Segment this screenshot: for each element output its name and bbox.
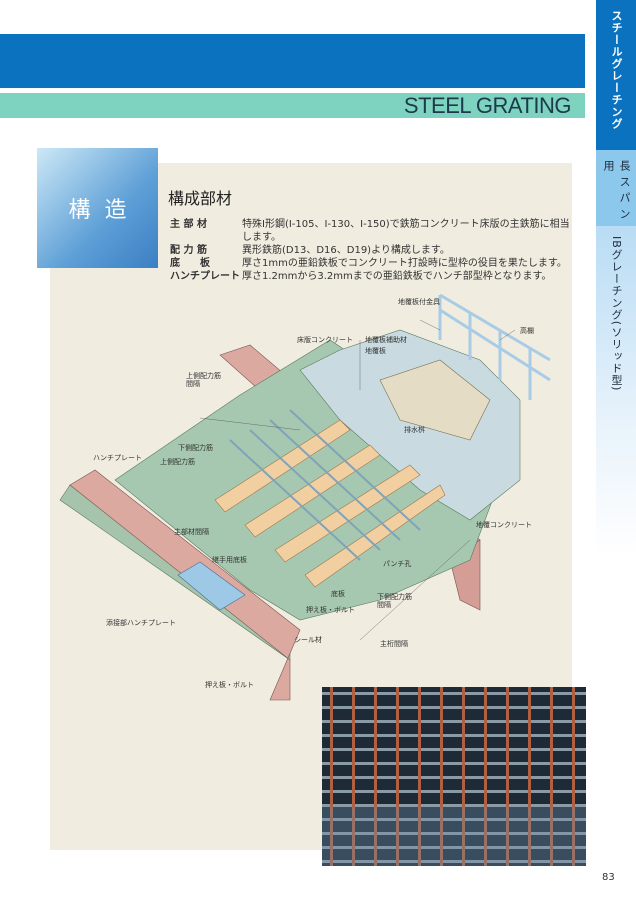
sidebar-tab-steel-grating[interactable]: スチールグレーチング bbox=[596, 0, 636, 150]
label-splice-haunch-plate: 添接部ハンチプレート bbox=[106, 619, 176, 627]
spec-desc: 異形鉄筋(D13、D16、D19)より構成します。 bbox=[242, 245, 450, 256]
main-members bbox=[214, 419, 446, 588]
label-upper-rebar-spacing: 上側配力筋 間隔 bbox=[186, 372, 221, 388]
spec-desc: 厚さ1mmの亜鉛鉄板でコンクリート打設時に型枠の役目を果たします。 bbox=[242, 258, 567, 269]
label-jifukuban-hojozai: 地覆板補助材 bbox=[365, 336, 407, 344]
label-jifukuban-kanagu: 地覆板付金具 bbox=[398, 298, 440, 306]
label-main-member-spacing: 主部材間隔 bbox=[174, 528, 209, 536]
handrail-icon bbox=[438, 293, 551, 400]
label-clamp-plate-bolt: 押え板・ボルト bbox=[306, 606, 355, 614]
girder-left bbox=[59, 469, 301, 701]
label-kouran: 高欄 bbox=[520, 327, 534, 335]
section-heading: 構造 bbox=[68, 198, 141, 223]
label-jifukuban: 地覆板 bbox=[365, 347, 386, 355]
label-lower-rebar-spacing: 下側配力筋 間隔 bbox=[377, 593, 412, 609]
page-number: 83 bbox=[602, 872, 615, 883]
label-joint-bottom-plate: 継手用底板 bbox=[212, 556, 247, 564]
label-seal: シール材 bbox=[294, 636, 322, 644]
sidebar-label: スチールグレーチング bbox=[610, 10, 623, 130]
label-lower-rebar: 下側配力筋 bbox=[178, 444, 213, 452]
leader-lines bbox=[199, 319, 516, 641]
deck-form bbox=[114, 329, 521, 621]
rebar-grid-photo bbox=[322, 687, 586, 866]
sidebar-label: IBグレーチング(ソリッド型) bbox=[610, 236, 623, 392]
spec-row: ハンチプレート厚さ1.2mmから3.2mmまでの亜鉛鉄板でハンチ部型枠となります… bbox=[170, 270, 570, 283]
label-haunch-plate: ハンチプレート bbox=[93, 454, 142, 462]
label-shouban-concrete: 床版コンクリート bbox=[297, 336, 353, 344]
spec-desc: 特殊I形鋼(I-105、I-130、I-150)で鉄筋コンクリート床版の主鉄筋に… bbox=[242, 219, 570, 243]
sidebar-label: 長スパン用 bbox=[602, 160, 631, 224]
label-clamp-plate-bolt-2: 押え板・ボルト bbox=[205, 681, 254, 689]
sidebar-tab-long-span[interactable]: 長スパン用 bbox=[596, 150, 636, 226]
rebars bbox=[229, 409, 421, 561]
spec-list: 主 部 材 特殊I形鋼(I-105、I-130、I-150)で鉄筋コンクリート床版… bbox=[170, 218, 570, 283]
spec-term: 主 部 材 bbox=[170, 219, 207, 230]
spec-term: 底 板 bbox=[170, 258, 210, 269]
spec-term: 配 力 筋 bbox=[170, 245, 207, 256]
spec-row: 配 力 筋 異形鉄筋(D13、D16、D19)より構成します。 bbox=[170, 244, 570, 257]
spec-row: 底 板 厚さ1mmの亜鉛鉄板でコンクリート打設時に型枠の役目を果たします。 bbox=[170, 257, 570, 270]
label-bottom-plate: 底板 bbox=[331, 590, 345, 598]
header-title: STEEL GRATING bbox=[403, 93, 572, 118]
sidebar-tab-ib-grating[interactable]: IBグレーチング(ソリッド型) bbox=[596, 226, 636, 556]
label-curb-concrete: 地覆コンクリート bbox=[476, 521, 532, 529]
label-drain-basin: 排水桝 bbox=[404, 426, 425, 434]
label-upper-rebar: 上側配力筋 bbox=[160, 458, 195, 466]
label-girder-spacing: 主桁間隔 bbox=[380, 640, 408, 648]
spec-term: ハンチプレート bbox=[170, 271, 240, 282]
header-title-band: STEEL GRATING bbox=[0, 93, 585, 118]
construction-photo bbox=[322, 687, 586, 866]
label-punch-hole: パンチ孔 bbox=[383, 560, 412, 568]
section-subheading: 構成部材 bbox=[168, 189, 233, 208]
spec-row: 主 部 材 特殊I形鋼(I-105、I-130、I-150)で鉄筋コンクリート床版… bbox=[170, 218, 570, 244]
splice-plate bbox=[177, 561, 246, 611]
spec-desc: 厚さ1.2mmから3.2mmまでの亜鉛鉄板でハンチ部型枠となります。 bbox=[242, 271, 552, 282]
section-title-box: 構造 bbox=[37, 148, 158, 268]
header-blue-bar bbox=[0, 34, 585, 88]
